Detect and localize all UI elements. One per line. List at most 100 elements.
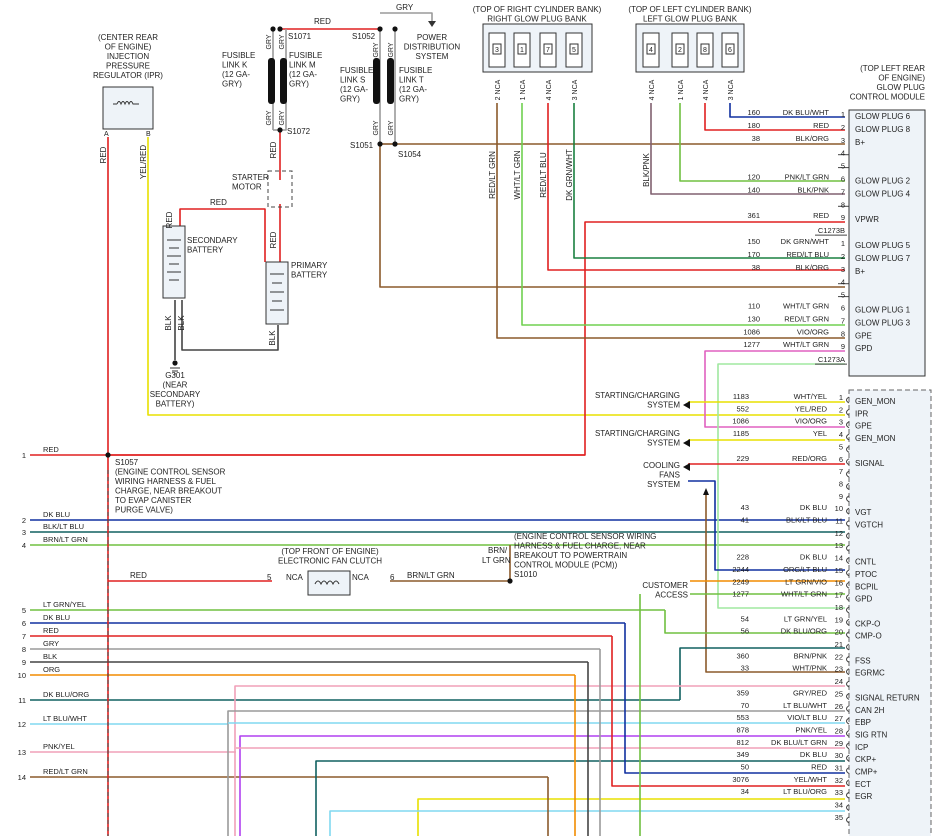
wire-whtpnk-egrmc	[234, 685, 845, 836]
pcm-pin-bracket-11	[846, 532, 850, 540]
pcm-pin-20: 21	[835, 640, 843, 649]
label-gry-k1: GRY	[266, 34, 273, 49]
right-plug-5	[565, 32, 583, 68]
pcm-pin-11: 12	[835, 529, 843, 538]
fusible-t-label-line-3: GRY)	[399, 95, 419, 104]
right-plug-icon-3	[492, 43, 502, 55]
gpcm-pin-18: 9	[841, 342, 845, 351]
component-layer	[102, 21, 932, 836]
label-fan-nca1: NCA	[286, 573, 304, 582]
fusible-k-label-line-1: LINK K	[222, 61, 248, 70]
wire-gry-pds	[380, 12, 433, 25]
fusible-t-label-line-1: LINK T	[399, 76, 424, 85]
label-s1010-line-3: CONTROL MODULE (PCM))	[514, 561, 618, 570]
pcm-color-22: WHT/PNK	[792, 664, 827, 673]
fusible-link-body-3	[387, 58, 394, 104]
label-rb-redltblu: RED/LT BLU	[539, 152, 548, 198]
pcm-color-0: WHT/YEL	[794, 392, 827, 401]
left-bank-pin-2: 4 NCA	[703, 79, 710, 100]
primary-battery	[265, 261, 289, 325]
pcm-color-1: YEL/RED	[795, 404, 828, 413]
gpcm-pin-2: 3	[841, 136, 845, 145]
label-s1057-line-2: WIRING HARNESS & FUEL	[115, 477, 216, 486]
splice-dot-s1054	[392, 141, 398, 147]
pcm-pin-bracket-12	[846, 544, 850, 552]
ipr-pin-a: A	[104, 131, 109, 138]
pcm-circuit-27: 878	[736, 725, 749, 734]
wire-ltgrnyel-ckpo	[664, 610, 845, 634]
pcm-color-5: RED/ORG	[792, 454, 827, 463]
fan-clutch-title-line-0: (TOP FRONT OF ENGINE)	[281, 547, 379, 556]
label-blk-sec2: BLK	[177, 315, 186, 331]
gpcm-color-0: DK BLU/WHT	[783, 108, 830, 117]
label-gry-m1: GRY	[279, 34, 286, 49]
gpcm-pin-3: 4	[841, 149, 845, 158]
label-fan-pin5: 5	[267, 573, 272, 582]
harness-wire-label-4: BRN/LT GRN	[43, 535, 88, 544]
gpcm-func-11: GLOW PLUG 7	[855, 254, 911, 263]
pcm-color-16: WHT/LT GRN	[781, 590, 827, 599]
pcm-pin-bracket-32	[846, 791, 850, 799]
pcm-pin-6: 7	[839, 467, 843, 476]
right-bank-title-line-1: RIGHT GLOW PLUG BANK	[487, 15, 587, 24]
harness-wire-num-8: 8	[22, 645, 26, 654]
pcm-pin-bracket-29	[846, 754, 850, 762]
harness-wire-label-12: LT BLU/WHT	[43, 714, 87, 723]
label-s1057-line-0: S1057	[115, 458, 139, 467]
pcm-color-29: DK BLU	[800, 750, 827, 759]
pcm-pin-32: 33	[835, 788, 843, 797]
wire-red-gp8	[704, 103, 845, 131]
pcm-func-25: CAN 2H	[855, 706, 885, 715]
pcm-pin-5: 6	[839, 455, 843, 464]
arrow-fss	[703, 488, 709, 495]
left-plug-num-4: 4	[649, 47, 653, 54]
left-plug-icon-2	[675, 43, 685, 55]
ground-label-line-1: (NEAR	[163, 381, 188, 390]
pcm-func-3: GEN_MON	[855, 434, 896, 443]
pcm-pin-13: 14	[835, 554, 843, 563]
wire-yelred-ipr-b	[147, 137, 845, 416]
pcm-color-18: LT GRN/YEL	[784, 614, 827, 623]
gpcm-pin-6: 7	[841, 187, 845, 196]
ipr-coil-icon	[113, 101, 139, 106]
pcm-pin-bracket-1	[846, 408, 850, 416]
label-s1057-line-5: PURGE VALVE)	[115, 506, 173, 515]
label-cooling-fans-line-1: FANS	[659, 471, 680, 480]
pcm-func-1: IPR	[855, 409, 869, 418]
left-bank-title-line-0: (TOP OF LEFT CYLINDER BANK)	[628, 5, 751, 14]
left-plug-8	[696, 32, 714, 68]
ipr-pin-b: B	[146, 131, 151, 138]
pcm-pin-19: 20	[835, 628, 843, 637]
fusible-m-label-line-0: FUSIBLE	[289, 51, 322, 60]
wire-dkblu-cntl	[688, 480, 845, 571]
pcm-pin-bracket-0	[846, 396, 850, 404]
gpcm-pin-1: 2	[841, 123, 845, 132]
pcm-func-22: EGRMC	[855, 669, 885, 678]
pcm-pin-0: 1	[839, 393, 843, 402]
splice-dot-s1051	[377, 141, 383, 147]
left-plug-4	[642, 32, 660, 68]
ground-label-line-3: BATTERY)	[156, 400, 195, 409]
wire-dkgrnwht-gp5	[573, 103, 845, 259]
harness-wire-num-7: 7	[22, 632, 26, 641]
gpcm-func-15: GLOW PLUG 1	[855, 306, 911, 315]
powertrain-control-module	[848, 389, 932, 836]
harness-wire-label-10: ORG	[43, 665, 60, 674]
pcm-pin-bracket-9	[846, 507, 850, 515]
right-plug-num-1: 1	[520, 47, 524, 54]
gpcm-color-11: RED/LT BLU	[786, 250, 829, 259]
gpcm-func-0: GLOW PLUG 6	[855, 112, 911, 121]
wire-redltgrn-gp3	[496, 103, 845, 339]
pcm-circuit-18: 54	[741, 614, 749, 623]
starter-motor	[267, 170, 293, 208]
glow-plug-control-module	[848, 109, 926, 377]
wire-brnpnk-fss	[705, 491, 845, 673]
pcm-pin-34: 35	[835, 813, 843, 822]
pcm-circuit-22: 33	[741, 664, 749, 673]
label-s1057-line-4: TO EVAP CANISTER	[115, 496, 192, 505]
label-yelred-ipr: YEL/RED	[139, 145, 148, 179]
pcm-func-31: ECT	[855, 780, 871, 789]
label-gry-s1: GRY	[373, 42, 380, 57]
pcm-func-28: ICP	[855, 743, 868, 752]
gpcm-pin-10: 1	[841, 239, 845, 248]
